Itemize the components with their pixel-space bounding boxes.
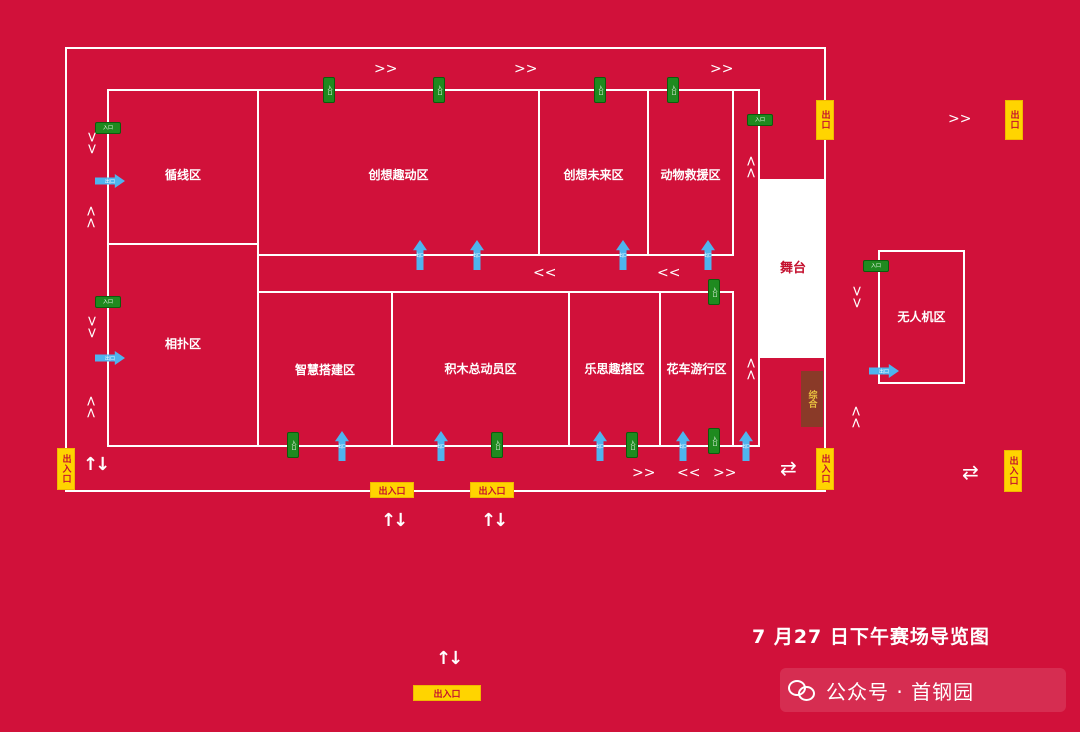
inner-wall-bottom <box>107 445 760 447</box>
outer-wall-bottom <box>65 490 826 492</box>
exit-arrow-up: 出口 <box>616 240 630 270</box>
entrance-tag: 入口 <box>95 296 121 308</box>
outer-wall-top <box>65 47 826 49</box>
exit-badge-right-1: 出口 <box>816 100 834 140</box>
outer-wall-right-lower <box>824 357 826 491</box>
watermark-text: 公众号 · 首钢园 <box>826 679 975 704</box>
exit-arrow-right: 出口 <box>95 174 125 188</box>
two-way-arrow-vertical: ↑↓ <box>381 510 408 531</box>
entrance-tag: 入口 <box>708 279 720 305</box>
divider-lower-1 <box>391 291 393 446</box>
zone-zhihui-dajian: 智慧搭建区 <box>294 363 355 377</box>
two-way-arrow-vertical: ↑↓ <box>83 454 110 475</box>
zone-chuangxiang-weilai: 创想未来区 <box>563 168 624 182</box>
divider-upper-3 <box>732 89 734 256</box>
two-way-arrow-horizontal: ⇄ <box>962 460 979 484</box>
divider-upper-1 <box>538 89 540 256</box>
lower-block-top <box>257 291 734 293</box>
two-way-arrow-horizontal: ⇄ <box>780 456 797 480</box>
divider-xunxian-xiangpu <box>107 243 259 245</box>
entrance-tag: 入口 <box>95 122 121 134</box>
flow-arrow-up: >> <box>83 205 100 229</box>
divider-lower-4 <box>732 291 734 446</box>
divider-upper-2 <box>647 89 649 256</box>
outer-wall-left <box>65 47 67 491</box>
entrance-tag: 入口 <box>667 77 679 103</box>
exit-arrow-up: 出口 <box>335 431 349 461</box>
entrance-exit-badge-left: 出入口 <box>57 448 75 490</box>
flow-arrow-right: >> <box>514 61 538 77</box>
flow-arrow-right: >> <box>710 61 734 77</box>
drone-zone-left <box>878 250 880 384</box>
exit-arrow-right: 出口 <box>869 364 899 378</box>
exit-arrow-up: 出口 <box>593 431 607 461</box>
entrance-tag: 入口 <box>747 114 773 126</box>
zone-lesi-qudai: 乐思趣搭区 <box>584 362 645 376</box>
flow-arrow-right: >> <box>374 61 398 77</box>
two-way-arrow-vertical: ↑↓ <box>481 510 508 531</box>
divider-lower-3 <box>659 291 661 446</box>
zone-chuangxiang-qudong: 创想趣动区 <box>368 168 429 182</box>
entrance-exit-badge-bottom-2: 出入口 <box>470 482 514 498</box>
entrance-exit-badge-right: 出入口 <box>816 448 834 490</box>
flow-arrow-up: >> <box>83 395 100 419</box>
flow-arrow-down: >> <box>848 285 865 309</box>
zone-jimu-zongdongyuan: 积木总动员区 <box>444 362 517 376</box>
flow-arrow-down: >> <box>83 315 100 339</box>
exit-arrow-up: 出口 <box>434 431 448 461</box>
drone-zone-bottom <box>878 382 965 384</box>
flow-arrow-right: >> <box>713 465 737 481</box>
exit-arrow-right: 出口 <box>95 351 125 365</box>
flow-arrow-left: << <box>677 465 701 481</box>
entrance-tag: 入口 <box>863 260 889 272</box>
entrance-tag: 入口 <box>626 432 638 458</box>
entrance-exit-badge-lowest: 出入口 <box>413 685 481 701</box>
zone-huache-youxing: 花车游行区 <box>666 362 727 376</box>
flow-arrow-right: >> <box>632 465 656 481</box>
exit-arrow-up: 出口 <box>413 240 427 270</box>
map-title: 7 月27 日下午赛场导览图 <box>752 626 990 648</box>
zonghe-area: 综合 <box>801 371 823 427</box>
exit-badge-far-right: 出口 <box>1005 100 1023 140</box>
flow-arrow-up: >> <box>743 357 760 381</box>
flow-arrow-up: >> <box>743 155 760 179</box>
exit-arrow-up: 出口 <box>470 240 484 270</box>
entrance-tag: 入口 <box>323 77 335 103</box>
entrance-tag: 入口 <box>594 77 606 103</box>
stage: 舞台 <box>760 179 826 358</box>
upper-block-bottom <box>257 254 734 256</box>
flow-arrow-down: >> <box>83 131 100 155</box>
exit-arrow-up: 出口 <box>701 240 715 270</box>
two-way-arrow-vertical: ↑↓ <box>436 648 463 669</box>
stage-label: 舞台 <box>779 261 806 276</box>
drone-zone-top <box>878 250 965 252</box>
zone-xiangpu: 相扑区 <box>164 337 201 351</box>
watermark: 公众号 · 首钢园 <box>780 668 1066 712</box>
exit-arrow-up: 出口 <box>739 431 753 461</box>
entrance-exit-badge-far-right: 出入口 <box>1004 450 1022 492</box>
zone-xunxian: 循线区 <box>164 168 201 182</box>
divider-left-column <box>257 89 259 446</box>
flow-arrow-left: << <box>533 265 557 281</box>
entrance-tag: 入口 <box>491 432 503 458</box>
inner-wall-left <box>107 89 109 446</box>
entrance-exit-badge-bottom-1: 出入口 <box>370 482 414 498</box>
drone-zone-right <box>963 250 965 384</box>
flow-arrow-left: << <box>657 265 681 281</box>
entrance-tag: 入口 <box>708 428 720 454</box>
entrance-tag: 入口 <box>433 77 445 103</box>
flow-arrow-up: >> <box>848 405 865 429</box>
wechat-icon <box>788 679 816 701</box>
zone-wurenji: 无人机区 <box>897 310 946 324</box>
inner-wall-right <box>758 89 760 447</box>
entrance-tag: 入口 <box>287 432 299 458</box>
flow-arrow-right: >> <box>948 111 972 127</box>
exit-arrow-up: 出口 <box>676 431 690 461</box>
divider-lower-2 <box>568 291 570 446</box>
zone-dongwu-jiuyuan: 动物救援区 <box>660 168 721 182</box>
